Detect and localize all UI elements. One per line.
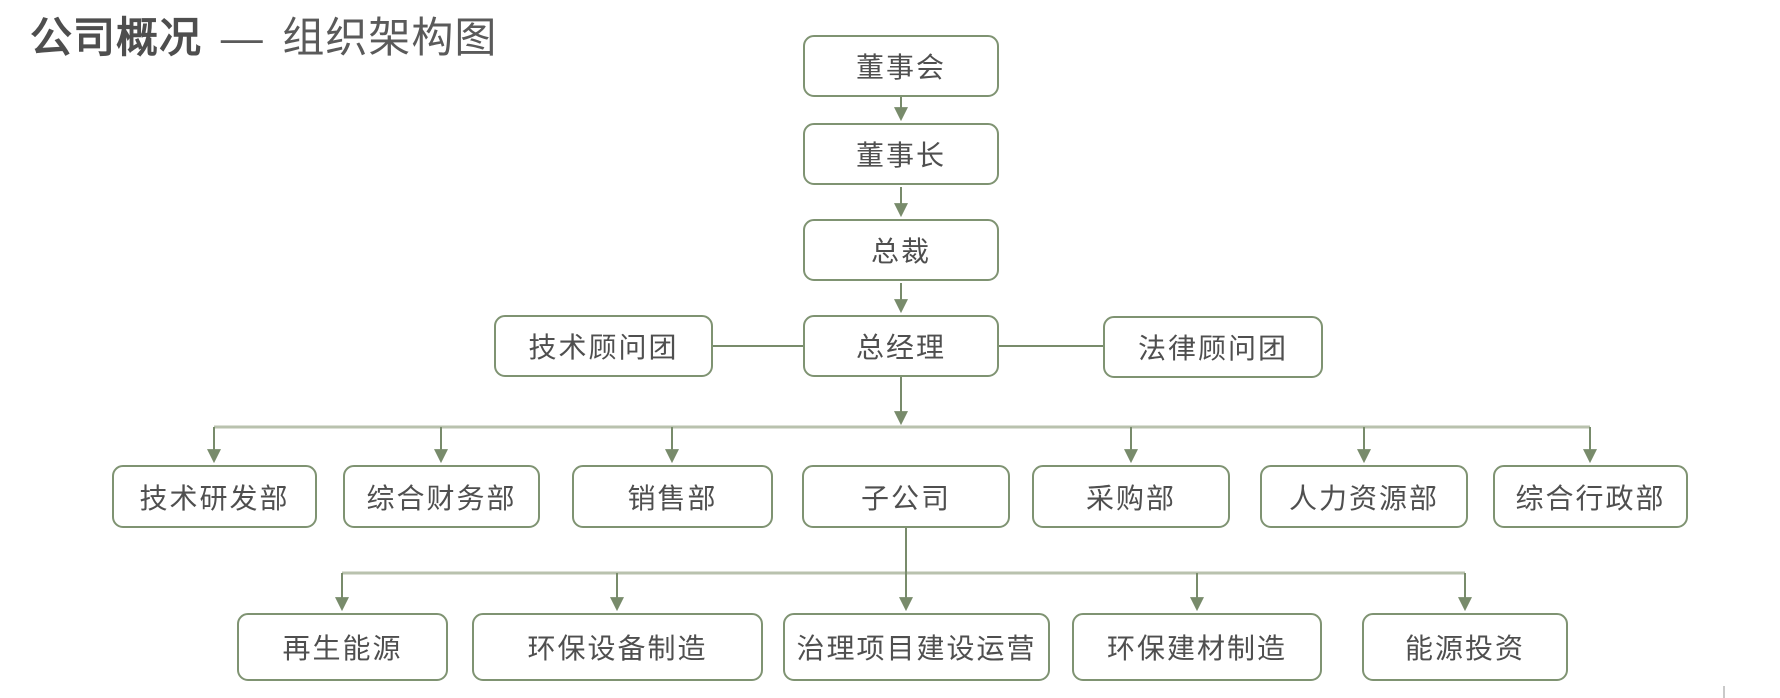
node-technical-advisory: 技术顾问团	[494, 315, 713, 377]
node-dept-finance: 综合财务部	[343, 465, 540, 528]
node-subsidiaries: 子公司	[802, 465, 1010, 528]
node-president: 总裁	[803, 219, 999, 281]
node-sub-energy-investment: 能源投资	[1362, 613, 1568, 681]
node-sub-env-equipment: 环保设备制造	[472, 613, 763, 681]
page-edge-mark	[1723, 686, 1725, 698]
node-sub-governance-projects: 治理项目建设运营	[783, 613, 1050, 681]
page-title-primary: 公司概况	[30, 14, 203, 61]
node-dept-admin: 综合行政部	[1493, 465, 1688, 528]
node-chairman: 董事长	[803, 123, 999, 185]
node-dept-hr: 人力资源部	[1260, 465, 1468, 528]
node-legal-advisory: 法律顾问团	[1103, 316, 1323, 378]
page-title: 公司概况 — 组织架构图	[30, 4, 497, 65]
node-board-of-directors: 董事会	[803, 35, 999, 97]
node-dept-procurement: 采购部	[1032, 465, 1230, 528]
node-sub-env-materials: 环保建材制造	[1072, 613, 1322, 681]
node-general-manager: 总经理	[803, 315, 999, 377]
node-dept-tech-rd: 技术研发部	[112, 465, 317, 528]
node-sub-renewable-energy: 再生能源	[237, 613, 448, 681]
node-dept-sales: 销售部	[572, 465, 773, 528]
page-title-secondary: 组织架构图	[282, 14, 498, 61]
page-title-separator: —	[220, 14, 264, 61]
